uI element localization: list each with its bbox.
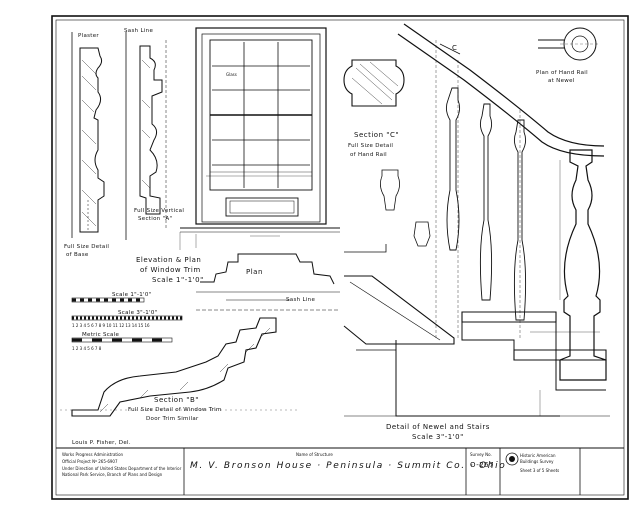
label-sash-line-mid: Sash Line	[286, 297, 315, 303]
hand-rail-section	[343, 59, 405, 107]
label-section-b-3: Door Trim Similar	[146, 416, 199, 422]
label-c-marker: C	[452, 44, 457, 52]
survey-no: O-267	[470, 461, 494, 469]
label-newel-2: Scale 3"-1'0"	[412, 433, 464, 441]
label-section-b-1: Section "B"	[154, 396, 199, 404]
label-full-size-vertical-1: Full Size Vertical	[134, 208, 184, 214]
label-full-size-base-2: of Base	[66, 252, 89, 258]
label-full-size-vertical-2: Section "A"	[138, 216, 172, 222]
label-elevation-plan-2: of Window Trim	[140, 266, 201, 274]
dimension-lines	[179, 160, 600, 416]
section-b-profile	[60, 317, 300, 417]
window-elevation	[180, 27, 340, 233]
habs-seal	[505, 452, 519, 466]
label-metric-scale: Metric Scale	[82, 332, 120, 338]
agency-line-3: Under Direction of United States Departm…	[62, 466, 182, 471]
label-section-c-sub1: Full Size Detail	[348, 143, 393, 149]
habs-line-1: Historic American	[520, 453, 556, 458]
structure-caption: Name of Structure	[296, 452, 333, 457]
label-full-size-base-1: Full Size Detail	[64, 244, 109, 250]
label-delineator: Louis P. Fisher, Del.	[72, 440, 131, 446]
label-newel-1: Detail of Newel and Stairs	[386, 423, 490, 431]
sheet-number: Sheet 3 of 5 Sheets	[520, 468, 559, 473]
label-scale-1: Scale 1"-1'0"	[112, 292, 152, 298]
base-detail-drawing	[71, 32, 105, 238]
svg-text:1 2 3 4 5 6 7 8 9 10 11 12 13: 1 2 3 4 5 6 7 8 9 10 11 12 13 14 15 16	[72, 323, 150, 328]
svg-text:1 2 3 4 5 6: 1 2 3 4 5 6 7 8	[72, 346, 102, 351]
window-trim-plan	[196, 253, 340, 311]
label-plaster: Plaster	[78, 33, 99, 39]
label-glass: Glass	[226, 72, 237, 77]
survey-no-label: Survey No.	[470, 452, 492, 457]
inner-border	[55, 19, 625, 496]
agency-line-2: Official Project Nº 265-6907	[62, 459, 118, 464]
agency-line-4: National Park Service, Branch of Plans a…	[62, 472, 163, 477]
label-plan: Plan	[246, 268, 263, 276]
agency-line-1: Works Progress Administration	[62, 452, 124, 457]
label-elevation-plan-1: Elevation & Plan	[136, 256, 201, 264]
label-section-b-2: Full Size Detail of Window Trim	[128, 407, 222, 413]
hand-rail-plan	[538, 27, 600, 61]
stair-elevation	[343, 23, 610, 417]
label-scale-3: Scale 3"-1'0"	[118, 310, 158, 316]
label-section-c-sub2: of Hand Rail	[350, 152, 387, 158]
scale-bars: 1 2 3 4 5 6 7 8 9 10 11 12 13 14 15 16 1…	[71, 297, 183, 351]
label-sash-line-top: Sash Line	[124, 28, 153, 34]
label-elevation-plan-3: Scale 1"-1'0"	[152, 276, 204, 284]
outer-border	[51, 15, 629, 500]
label-section-c-title: Section "C"	[354, 131, 399, 139]
drawing-title: M. V. Bronson House · Peninsula · Summit…	[190, 461, 506, 471]
title-block	[56, 447, 624, 495]
label-plan-hand-rail-1: Plan of Hand Rail	[536, 70, 588, 76]
sash-section-drawing	[125, 32, 167, 240]
habs-line-2: Buildings Survey	[520, 459, 554, 464]
label-plan-hand-rail-2: at Newel	[548, 78, 575, 84]
